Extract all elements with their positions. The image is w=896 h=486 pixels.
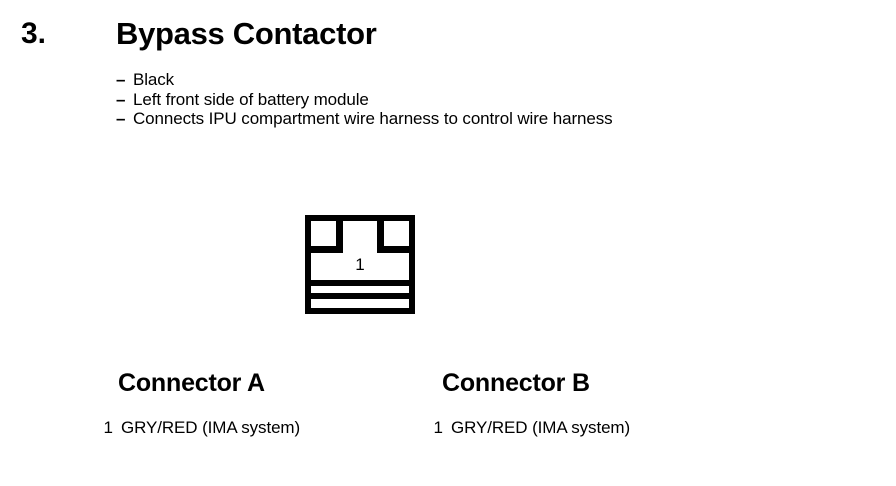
pin-number: 1: [103, 418, 113, 437]
connector-b-column: Connector B 1 GRY/RED (IMA system): [434, 369, 631, 438]
bullet-text: Black: [133, 70, 175, 89]
connector-symbol-pin-number: 1: [355, 255, 365, 274]
dash-icon: –: [116, 89, 126, 109]
dash-icon: –: [116, 109, 126, 128]
bullet-text: Left front side of battery module: [133, 89, 369, 109]
bullet-item: – Left front side of battery module: [116, 90, 876, 110]
connector-a-pin-list: 1 GRY/RED (IMA system): [104, 418, 301, 438]
connector-a-column: Connector A 1 GRY/RED (IMA system): [104, 369, 301, 438]
page-title: Bypass Contactor: [116, 16, 377, 51]
connector-b-heading: Connector B: [442, 369, 590, 397]
connector-symbol-bar: [311, 280, 409, 286]
pin-label: GRY/RED (IMA system): [121, 418, 301, 437]
bullet-item: – Black: [116, 70, 876, 90]
pin-label: GRY/RED (IMA system): [451, 418, 631, 437]
connector-symbol-body: 1: [311, 221, 409, 308]
bullet-list: – Black – Left front side of battery mod…: [116, 70, 876, 129]
connector-b-pin-list: 1 GRY/RED (IMA system): [434, 418, 631, 438]
connector-symbol-divider-right: [377, 221, 384, 253]
dash-icon: –: [116, 70, 126, 89]
connector-symbol-bar: [311, 293, 409, 299]
pin-row: 1 GRY/RED (IMA system): [92, 418, 301, 438]
connector-symbol: 1: [305, 215, 415, 314]
bullet-text: Connects IPU compartment wire harness to…: [133, 109, 613, 128]
pin-row: 1 GRY/RED (IMA system): [422, 418, 631, 438]
pin-number: 1: [433, 418, 443, 437]
connector-symbol-divider-left: [336, 221, 343, 253]
connector-a-heading: Connector A: [118, 369, 265, 397]
item-number: 3.: [21, 17, 47, 50]
connector-symbol-center-tab: [343, 221, 377, 253]
bullet-item: – Connects IPU compartment wire harness …: [116, 109, 876, 129]
